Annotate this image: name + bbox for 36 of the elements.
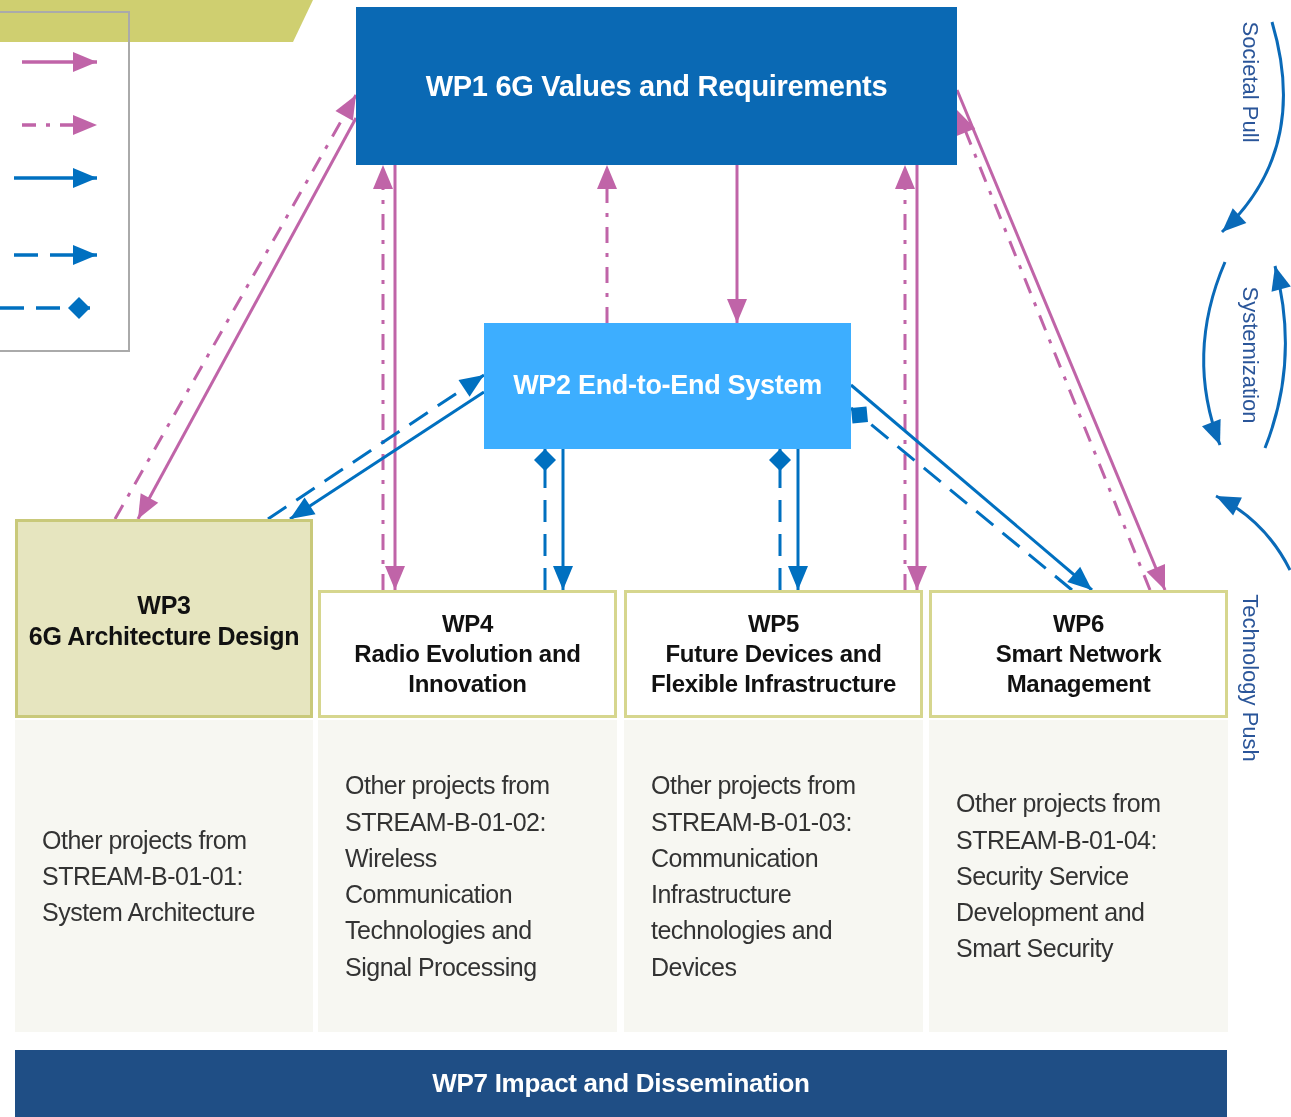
package-title: Radio Evolution and Innovation (353, 639, 582, 699)
vertical-label: Systemization (1237, 286, 1263, 424)
project-description: Other projects from STREAM-B-01-02: Wireless Communication Technologies and Signal Processing (345, 770, 551, 983)
package-number: WP3 (137, 590, 191, 621)
package-number: WP5 (747, 609, 800, 639)
arrow (289, 390, 485, 521)
package-number: WP4 (441, 609, 494, 639)
work-package-box (484, 323, 851, 449)
vertical-label: Societal Pull (1237, 21, 1263, 143)
work-package-box (356, 7, 957, 165)
work-package-box (624, 590, 923, 718)
package-title: WP1 6G Values and Requirements (425, 68, 888, 104)
arrow (727, 165, 747, 323)
package-title: Future Devices and Flexible Infrastructure (649, 639, 898, 699)
package-title: WP7 Impact and Dissemination (432, 1067, 810, 1100)
package-title: 6G Architecture Design (28, 621, 300, 653)
project-description: Other projects from STREAM-B-01-04: Security Service Development and Smart Security (956, 788, 1162, 965)
work-package-bar (15, 1050, 1227, 1117)
arrow (267, 373, 485, 521)
arrow (553, 449, 573, 590)
package-number: WP6 (1052, 609, 1105, 639)
arrow (373, 165, 393, 590)
arrow (850, 383, 1093, 592)
package-title: WP2 End-to-End System (513, 369, 822, 403)
arrow (597, 165, 617, 323)
arrow (895, 165, 915, 590)
project-description: Other projects from STREAM-B-01-03: Communication Infrastructure technologies and Devices (651, 770, 857, 983)
work-package-box (929, 590, 1228, 718)
project-description: Other projects from STREAM-B-01-01: System Architecture (42, 824, 256, 929)
arrow (907, 165, 927, 590)
arrow (788, 449, 808, 590)
work-package-box (318, 590, 617, 718)
package-title: Smart Network Management (994, 639, 1163, 699)
arrow (385, 165, 405, 590)
work-package-box (15, 519, 313, 718)
vertical-label: Technology Push (1237, 594, 1263, 762)
